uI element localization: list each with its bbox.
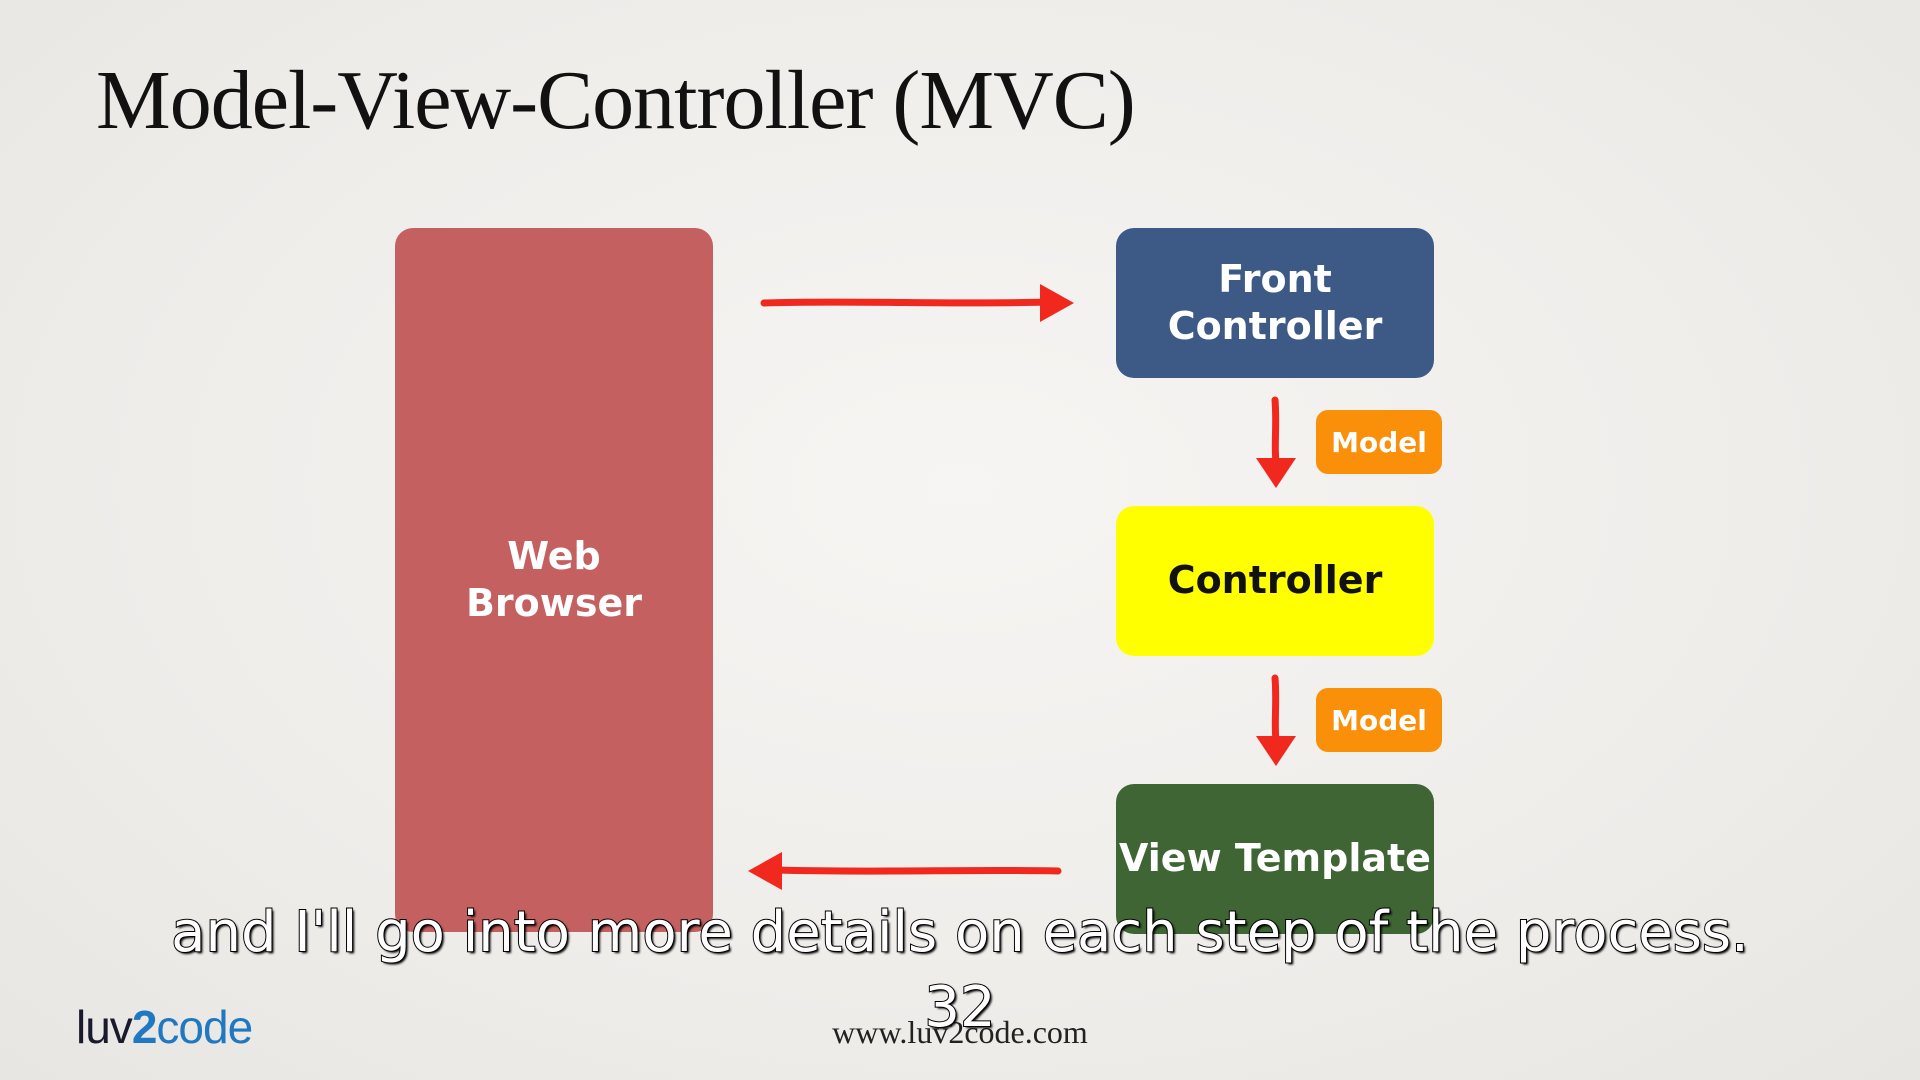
controller-node: Controller xyxy=(1116,506,1434,656)
arrow-view-template-to-browser xyxy=(748,852,1062,890)
logo-text-code: code xyxy=(156,1001,253,1053)
web-browser-label: Web Browser xyxy=(465,533,643,626)
view-template-label: View Template xyxy=(1119,836,1431,881)
front-controller-label: Front Controller xyxy=(1167,256,1383,349)
logo-text-luv: luv xyxy=(76,1001,133,1053)
arrow-front-controller-to-controller xyxy=(1256,396,1296,488)
slide-title: Model-View-Controller (MVC) xyxy=(96,54,1136,147)
model-badge-1: Model xyxy=(1316,410,1442,474)
website-url: www.luv2code.com xyxy=(832,1014,1088,1050)
controller-label: Controller xyxy=(1167,558,1383,603)
subtitle-caption: and I'll go into more details on each st… xyxy=(170,899,1750,966)
slide-number: 32 xyxy=(923,974,996,1041)
arrow-controller-to-view-template xyxy=(1256,674,1296,766)
view-template-node: View Template xyxy=(1116,784,1434,934)
front-controller-node: Front Controller xyxy=(1116,228,1434,378)
model-badge-2: Model xyxy=(1316,688,1442,752)
logo-text-two: 2 xyxy=(131,1001,158,1053)
luv2code-logo: luv2code xyxy=(76,1000,253,1054)
web-browser-node: Web Browser xyxy=(395,228,713,932)
arrow-browser-to-front-controller xyxy=(760,284,1074,322)
